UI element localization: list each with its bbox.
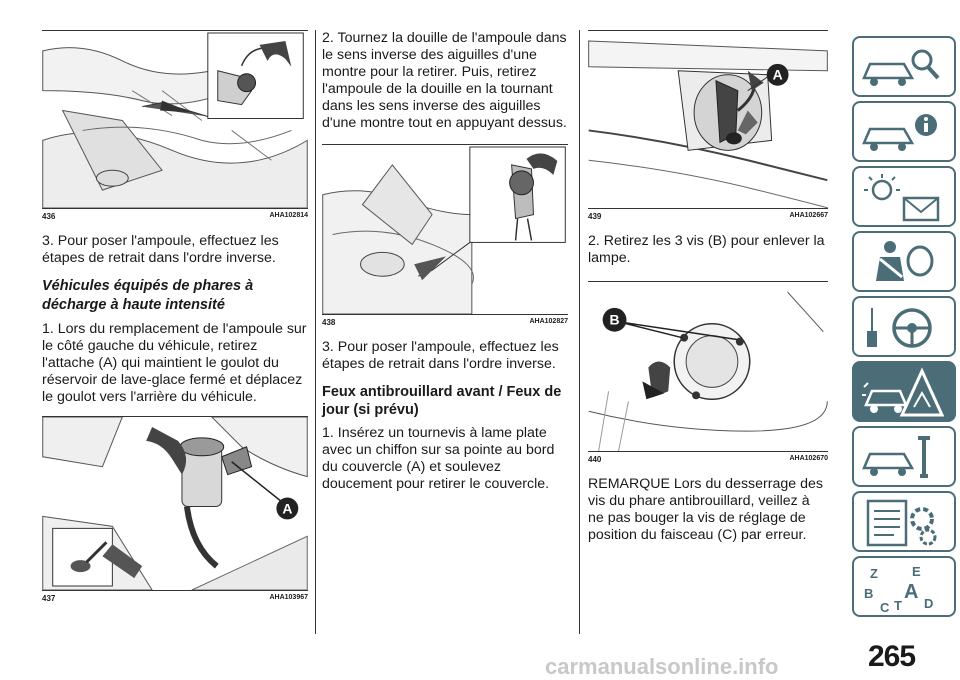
index-letter: B (864, 586, 873, 601)
tab-alphabetical-index[interactable]: Z E B A C T D (852, 556, 956, 617)
warning-lights-icon (864, 174, 940, 222)
figure-code: AHA103967 (269, 594, 308, 601)
figure-440: B (588, 281, 828, 451)
tab-car-breakdown[interactable] (852, 361, 956, 422)
column-divider (315, 30, 316, 634)
watermark: carmanualsonline.info (545, 654, 779, 679)
index-letter: E (912, 564, 921, 579)
headlamp-bulb-illustration (42, 31, 308, 208)
bulb-socket-illustration (322, 145, 568, 314)
figure-code: AHA102667 (789, 212, 828, 219)
figure-number: 439 (588, 212, 602, 221)
tab-steering-wheel[interactable] (852, 296, 956, 357)
column-right: A 439 AHA102667 2. Retirez les 3 vis (B)… (588, 30, 828, 550)
seatbelt-airbag-icon (876, 241, 934, 281)
washer-reservoir-illustration: A (42, 417, 308, 590)
fog-lamp-screws-illustration: B (588, 282, 828, 451)
figure-caption: 437 AHA103967 (42, 590, 308, 603)
car-search-icon (862, 49, 940, 86)
figure-number: 437 (42, 594, 56, 603)
figure-code: AHA102670 (789, 455, 828, 462)
callout-label-b: B (610, 312, 620, 328)
figure-code: AHA102814 (269, 212, 308, 219)
column-divider (579, 30, 580, 634)
section-heading: Feux antibrouillard avant / Feux de jour… (322, 384, 562, 418)
figure-number: 440 (588, 455, 602, 464)
figure-caption: 438 AHA102827 (322, 314, 568, 327)
tab-car-search[interactable] (852, 36, 956, 97)
car-breakdown-icon (862, 367, 944, 417)
paragraph: 1. Lors du remplacement de l'ampoule sur… (42, 321, 307, 405)
figure-number: 436 (42, 212, 56, 221)
chapter-tabs: Z E B A C T D (852, 36, 956, 621)
fog-lamp-cover-illustration: A (588, 31, 828, 208)
paragraph: REMARQUE Lors du desserrage des vis du p… (588, 476, 823, 543)
specifications-icon (866, 499, 937, 547)
index-letter: T (894, 598, 902, 613)
figure-439: A (588, 30, 828, 208)
figure-caption: 439 AHA102667 (588, 208, 828, 221)
tab-warning-lights[interactable] (852, 166, 956, 227)
tab-seatbelt-airbag[interactable] (852, 231, 956, 292)
figure-438 (322, 144, 568, 314)
column-left: 436 AHA102814 3. Pour poser l'ampoule, e… (42, 30, 308, 615)
figure-caption: 436 AHA102814 (42, 208, 308, 221)
figure-436 (42, 30, 308, 208)
callout-label-a: A (282, 500, 292, 516)
index-letter: C (880, 600, 890, 614)
car-info-icon (862, 114, 937, 151)
page-number: 265 (868, 640, 916, 673)
tab-specifications[interactable] (852, 491, 956, 552)
car-service-icon (862, 436, 930, 478)
index-letter: D (924, 596, 933, 611)
tab-car-service[interactable] (852, 426, 956, 487)
alphabetical-index-icon: Z E B A C T D (864, 564, 933, 614)
paragraph: 2. Tournez la douille de l'ampoule dans … (322, 30, 567, 131)
paragraph: 2. Retirez les 3 vis (B) pour enlever la… (588, 233, 825, 266)
paragraph: 3. Pour poser l'ampoule, effectuez les é… (322, 339, 559, 372)
paragraph: 1. Insérez un tournevis à lame plate ave… (322, 425, 555, 492)
steering-wheel-icon (867, 308, 932, 348)
callout-label-a: A (773, 67, 783, 83)
paragraph: 3. Pour poser l'ampoule, effectuez les é… (42, 233, 279, 266)
tab-car-info[interactable] (852, 101, 956, 162)
index-letter: A (904, 581, 918, 603)
figure-code: AHA102827 (529, 318, 568, 325)
figure-437: A (42, 416, 308, 590)
section-heading: Véhicules équipés de phares à décharge à… (42, 278, 254, 313)
figure-caption: 440 AHA102670 (588, 451, 828, 464)
figure-number: 438 (322, 318, 336, 327)
column-middle: 2. Tournez la douille de l'ampoule dans … (322, 30, 568, 499)
index-letter: Z (870, 566, 878, 581)
